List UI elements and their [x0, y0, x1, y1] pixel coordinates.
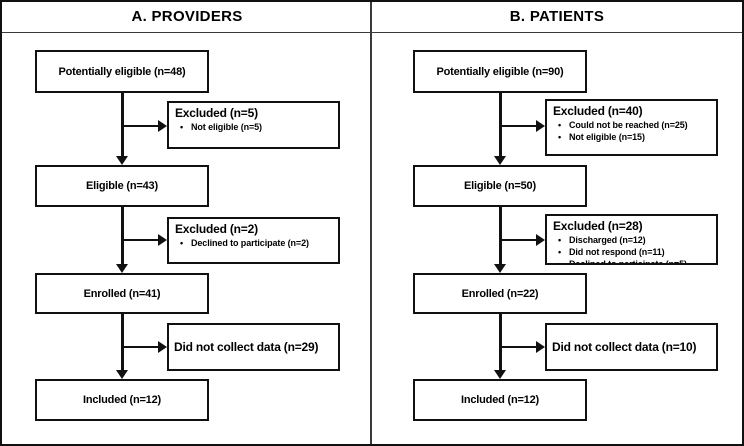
arrow-right-line	[122, 345, 159, 348]
box-label: Potentially eligible (n=90)	[436, 65, 564, 78]
panel-providers: Potentially eligible (n=48) Excluded (n=…	[2, 2, 372, 444]
panel-divider	[370, 2, 372, 444]
arrow-down-line	[498, 207, 502, 265]
exclusion-reason: Discharged (n=12)	[553, 234, 710, 246]
box-enrolled: Enrolled (n=41)	[35, 273, 209, 314]
box-excluded-2: Excluded (n=28) Discharged (n=12) Did no…	[545, 214, 718, 265]
box-excluded-1: Excluded (n=40) Could not be reached (n=…	[545, 99, 718, 156]
arrow-right-head-icon	[158, 341, 167, 353]
arrow-right-head-icon	[158, 120, 167, 132]
side-box-title: Excluded (n=5)	[175, 106, 258, 120]
arrow-down-line	[498, 313, 502, 371]
providers-flow: Potentially eligible (n=48) Excluded (n=…	[2, 2, 372, 444]
exclusion-reasons: Could not be reached (n=25) Not eligible…	[553, 119, 710, 143]
box-label: Eligible (n=50)	[464, 180, 536, 192]
box-eligible: Eligible (n=43)	[35, 165, 209, 207]
arrow-down-head-icon	[494, 156, 506, 165]
arrow-right-line	[500, 345, 537, 348]
side-box-title: Excluded (n=28)	[553, 219, 643, 233]
arrow-right-head-icon	[536, 341, 545, 353]
arrow-down-head-icon	[116, 370, 128, 379]
arrow-down-line	[120, 207, 124, 265]
exclusion-reason: Could not be reached (n=25)	[553, 119, 710, 131]
panel-headers: A. PROVIDERS B. PATIENTS	[2, 2, 742, 33]
exclusion-reason: Not eligible (n=5)	[175, 121, 332, 133]
exclusion-reason: Declined to participate (n=2)	[175, 237, 332, 249]
arrow-down-line	[120, 313, 124, 371]
box-included: Included (n=12)	[35, 379, 209, 421]
arrow-right-line	[122, 238, 159, 241]
box-did-not-collect-data: Did not collect data (n=29)	[167, 323, 340, 371]
arrow-right-line	[500, 124, 537, 127]
side-box-title: Excluded (n=2)	[175, 222, 258, 236]
exclusion-reason: Declined to participate (n=5)	[553, 258, 710, 263]
arrow-down-head-icon	[494, 264, 506, 273]
box-label: Potentially eligible (n=48)	[58, 65, 186, 78]
box-label: Eligible (n=43)	[86, 180, 158, 192]
exclusion-reasons: Not eligible (n=5)	[175, 121, 332, 133]
arrow-right-line	[122, 124, 159, 127]
arrow-right-line	[500, 238, 537, 241]
panel-title-patients: B. PATIENTS	[509, 8, 605, 25]
box-potentially-eligible: Potentially eligible (n=90)	[413, 50, 587, 93]
exclusion-reasons: Declined to participate (n=2)	[175, 237, 332, 249]
box-potentially-eligible: Potentially eligible (n=48)	[35, 50, 209, 93]
exclusion-reason: Did not respond (n=11)	[553, 246, 710, 258]
box-excluded-1: Excluded (n=5) Not eligible (n=5)	[167, 101, 340, 149]
arrow-right-head-icon	[536, 234, 545, 246]
box-eligible: Eligible (n=50)	[413, 165, 587, 207]
panel-patients: Potentially eligible (n=90) Excluded (n=…	[372, 2, 742, 444]
box-included: Included (n=12)	[413, 379, 587, 421]
side-box-title: Did not collect data (n=10)	[552, 340, 697, 354]
arrow-right-head-icon	[536, 120, 545, 132]
patients-flow: Potentially eligible (n=90) Excluded (n=…	[380, 2, 742, 444]
side-box-title: Did not collect data (n=29)	[174, 340, 319, 354]
box-enrolled: Enrolled (n=22)	[413, 273, 587, 314]
exclusion-reasons: Discharged (n=12) Did not respond (n=11)…	[553, 234, 710, 263]
arrow-down-head-icon	[116, 264, 128, 273]
arrow-right-head-icon	[158, 234, 167, 246]
box-label: Enrolled (n=41)	[83, 287, 161, 300]
box-label: Included (n=12)	[461, 394, 539, 406]
panel-title-providers: A. PROVIDERS	[131, 8, 243, 25]
box-excluded-2: Excluded (n=2) Declined to participate (…	[167, 217, 340, 264]
side-box-title: Excluded (n=40)	[553, 104, 643, 118]
box-label: Included (n=12)	[83, 394, 161, 406]
exclusion-reason: Not eligible (n=15)	[553, 131, 710, 143]
box-did-not-collect-data: Did not collect data (n=10)	[545, 323, 718, 371]
arrow-down-head-icon	[494, 370, 506, 379]
arrow-down-head-icon	[116, 156, 128, 165]
box-label: Enrolled (n=22)	[461, 287, 539, 300]
